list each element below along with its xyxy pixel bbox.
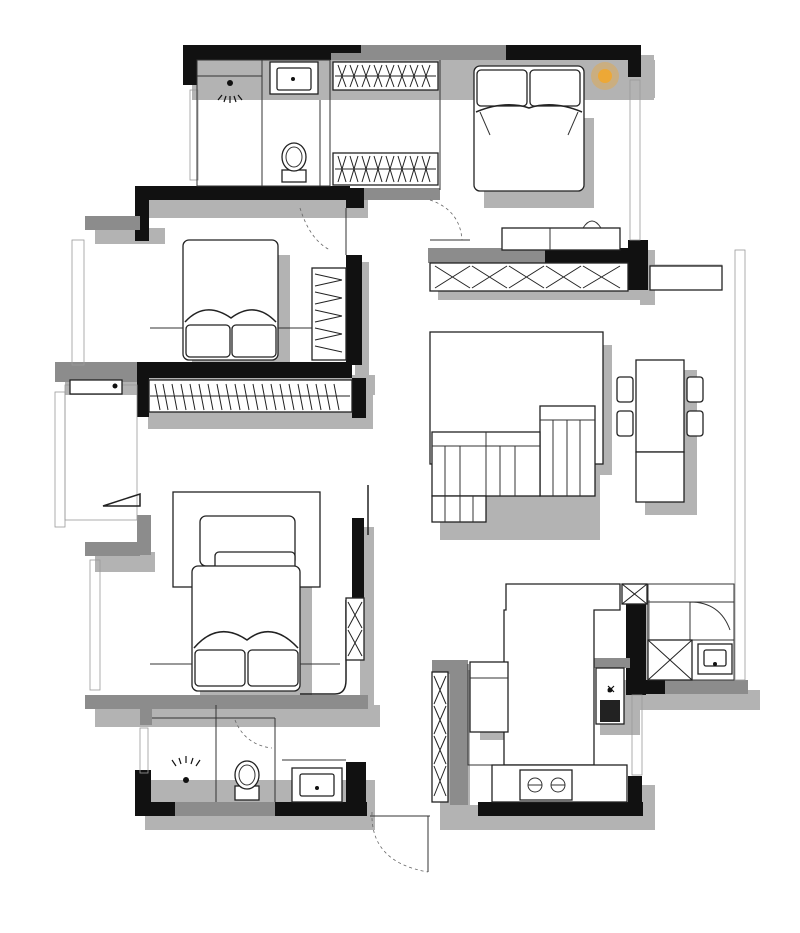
- door-swing-icon: [429, 199, 470, 241]
- sink-icon: [595, 667, 625, 725]
- bedroom-2: [150, 207, 347, 361]
- toilet-icon: [234, 760, 260, 801]
- entrance: [370, 671, 449, 873]
- sink-icon: [269, 61, 319, 95]
- ceiling-light-icon: [591, 62, 619, 90]
- sink-icon: [291, 767, 343, 803]
- sofa: [431, 405, 596, 523]
- wardrobe-top: [332, 61, 439, 186]
- bed-2: [182, 239, 279, 361]
- sink-icon: [697, 643, 733, 675]
- kitchen: [467, 583, 628, 803]
- bathroom-2: [152, 705, 346, 803]
- windows: [54, 79, 746, 776]
- cabinet-bedroom-3: [345, 597, 365, 661]
- living-room: [429, 331, 704, 523]
- utility-bath: [621, 583, 735, 681]
- master-bedroom: [429, 60, 629, 292]
- door-swing-icon: [370, 811, 430, 873]
- master-bathroom: [196, 59, 331, 187]
- wardrobe-master: [429, 262, 629, 292]
- bed-master: [473, 65, 585, 192]
- hanger-row: [335, 64, 436, 88]
- bedroom-3: [150, 485, 369, 695]
- bed-3: [191, 515, 301, 692]
- hanger-row: [335, 155, 436, 183]
- shower-icon: [171, 756, 201, 783]
- wardrobe-corridor: [148, 379, 353, 413]
- wardrobe-bedroom-2: [311, 267, 347, 361]
- stove-icon: [519, 769, 573, 801]
- shower-icon: [217, 80, 243, 103]
- balcony-left: [64, 379, 141, 521]
- toilet-icon: [281, 142, 307, 183]
- desk: [501, 220, 621, 251]
- dining-table: [616, 359, 704, 503]
- fridge: [469, 661, 509, 733]
